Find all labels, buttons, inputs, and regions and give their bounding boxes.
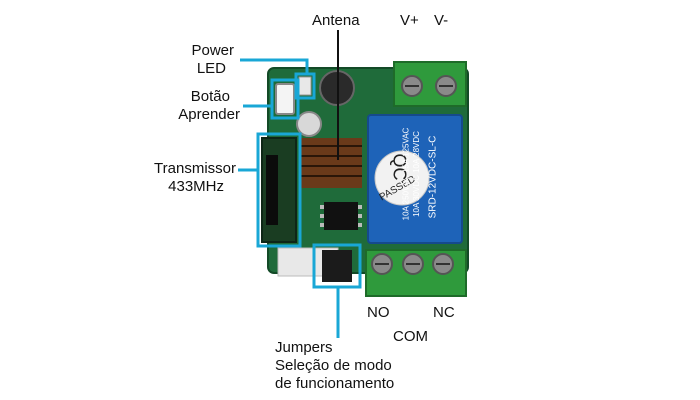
learn-button-highlight <box>270 78 300 120</box>
label-learn-button-2: Aprender <box>178 106 240 123</box>
relay-label-rating2: 10A 30VDC 10A 28VDC <box>411 131 421 217</box>
terminal-block-bottom <box>365 249 467 297</box>
transmitter-highlight <box>256 132 302 248</box>
label-jumpers-3: de funcionamento <box>275 375 395 392</box>
label-transmitter-2: 433MHz <box>168 178 224 195</box>
jumper-header <box>322 250 352 282</box>
label-com: COM <box>393 328 428 345</box>
label-learn-button-1: Botão <box>190 88 230 105</box>
label-transmitter-1: Transmissor <box>154 160 236 177</box>
power-led-leader <box>240 58 309 74</box>
relay-qc-seal <box>374 150 430 206</box>
learn-button <box>275 83 295 115</box>
label-antenna: Antena <box>312 12 360 29</box>
power-led-highlight <box>294 72 316 100</box>
label-vplus: V+ <box>400 12 419 29</box>
capacitor-small <box>296 111 322 137</box>
label-nc: NC <box>433 304 455 321</box>
label-vminus: V- <box>434 12 449 29</box>
power-led <box>298 76 312 96</box>
terminal-block-top <box>393 61 467 107</box>
label-jumpers-2: Seleção de modo <box>275 357 392 374</box>
relay-label-model: SRD-12VDC-SL-C <box>427 135 439 219</box>
ic-chip <box>320 202 362 230</box>
transmitter-chip <box>266 155 278 225</box>
label-power-led-2: LED <box>196 60 226 77</box>
label-no: NO <box>367 304 390 321</box>
label-power-led-1: Power <box>191 42 234 59</box>
antenna-coil <box>300 138 362 188</box>
label-jumpers-1: Jumpers <box>275 339 333 356</box>
